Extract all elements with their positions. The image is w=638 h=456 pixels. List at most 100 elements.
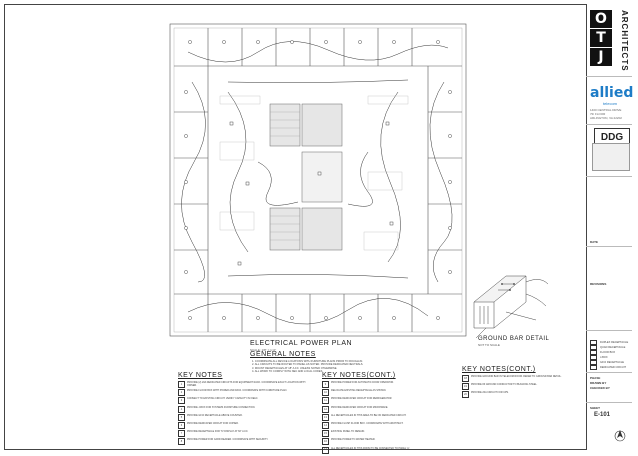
- key-note-number: 6: [178, 421, 185, 429]
- key-note-number: 20: [462, 391, 469, 399]
- key-note-number: 15: [322, 430, 329, 438]
- key-note-number: 13: [322, 413, 329, 421]
- key-note-text: PROVIDE POWER FOR AUTOMATIC DOOR OPERATO…: [331, 381, 394, 384]
- key-note-number: 1: [178, 381, 185, 388]
- key-note-number: 4: [178, 405, 185, 413]
- key-note-text: CONNECT TO EXISTING CIRCUIT. VERIFY CAPA…: [187, 397, 259, 401]
- title-block-field: SHEET: [590, 406, 601, 410]
- legend-item: DEDICATED CIRCUIT: [590, 365, 630, 370]
- title-block-divider: [586, 124, 632, 125]
- key-note-number: 11: [322, 397, 329, 405]
- key-note-text: PROVIDE FLOOR BOX WITH POWER AND DATA. C…: [187, 389, 288, 393]
- client-logo: allied: [590, 85, 634, 101]
- key-note-number: 18: [462, 375, 469, 382]
- title-block-divider: [586, 402, 632, 403]
- key-note-text: ALL RECEPTACLES IN THIS AREA TO BE ON DE…: [331, 413, 407, 417]
- key-note-text: ALL RECEPTACLES IN THIS ROOM TO BE CONNE…: [331, 446, 410, 450]
- legend-label: GFCI RECEPTACLE: [600, 361, 625, 364]
- title-block-divider: [586, 76, 632, 77]
- firm-letter: O: [590, 10, 612, 28]
- legend: DUPLEX RECEPTACLE QUAD RECEPTACLE FLOOR …: [590, 340, 630, 370]
- legend-symbol: [590, 350, 597, 355]
- legend-label: DEDICATED CIRCUIT: [600, 366, 627, 369]
- title-block-field: DRAWN BY: [590, 381, 607, 385]
- legend-symbol: [590, 340, 597, 345]
- legend-label: QUAD RECEPTACLE: [600, 346, 626, 349]
- sheet-number: E-101: [594, 412, 611, 418]
- key-note-text: PROVIDE DEDICATED CIRCUIT FOR MICROWAVE.: [331, 405, 389, 409]
- key-note-number: 5: [178, 413, 185, 421]
- key-notes-cont-heading-2: KEY NOTES(CONT.): [462, 366, 536, 373]
- key-note-text: PROVIDE FLUSH FLOOR BOX. COORDINATE WITH…: [331, 421, 404, 425]
- key-note-number: 12: [322, 405, 329, 413]
- legend-symbol: [590, 355, 597, 360]
- legend-item: GFCI RECEPTACLE: [590, 360, 630, 365]
- key-note-text: PROVIDE RECEPTACLE FOR TV DISPLAY AT 60"…: [187, 430, 249, 434]
- electrical-floor-plan: [169, 23, 467, 337]
- key-notes-heading: KEY NOTES: [178, 372, 223, 379]
- plan-scale: SCALE: 1/8" = 1'-0": [250, 348, 277, 352]
- key-note-number: 14: [322, 421, 329, 429]
- title-block-field: CHECKED BY: [590, 386, 610, 390]
- key-note-text: EXISTING PANEL TO REMAIN.: [331, 430, 365, 434]
- title-block-divider: [586, 246, 632, 247]
- address-line: ARLINGTON, VA 22202: [590, 116, 622, 120]
- key-notes-cont-heading: KEY NOTES(CONT.): [322, 372, 396, 379]
- plan-title: ELECTRICAL POWER PLAN: [250, 340, 353, 347]
- consultant-seal: [592, 143, 630, 171]
- title-block-divider: [586, 330, 632, 331]
- general-note: 3. MOUNT RECEPTACLES AT 18" A.F.F. UNLES…: [252, 366, 338, 370]
- legend-item: DUPLEX RECEPTACLE: [590, 340, 630, 345]
- firm-name: ARCHITECTS: [620, 10, 629, 72]
- legend-symbol: [590, 360, 597, 365]
- firm-logo: O T J: [590, 10, 614, 70]
- legend-label: DUPLEX RECEPTACLE: [600, 341, 629, 344]
- key-note-text: PROVIDE POWER TO WATER HEATER.: [331, 438, 376, 442]
- ground-bar-detail-drawing: [473, 275, 549, 339]
- key-note-text: PROVIDE #6 GROUND CONDUCTOR TO BUILDING …: [471, 383, 538, 387]
- key-note-text: PROVIDE GROUND BAR IN TELECOM ROOM. REFE…: [471, 375, 562, 378]
- legend-item: J-BOX: [590, 355, 630, 360]
- client-logo-sub: telecom: [603, 101, 618, 106]
- key-note-text: RELOCATE EXISTING RECEPTACLE AS SHOWN.: [331, 389, 387, 393]
- general-note: 4. ALL WORK TO COMPLY WITH NEC AND LOCAL…: [252, 370, 324, 374]
- key-note-text: PROVIDE J-BOX FOR SYSTEMS FURNITURE CONN…: [187, 405, 256, 409]
- key-note-number: 10: [322, 389, 329, 397]
- key-note-text: PROVIDE DEDICATED CIRCUIT FOR REFRIGERAT…: [331, 397, 393, 401]
- title-block-field: PHASE: [590, 376, 601, 380]
- title-block-divider: [586, 372, 632, 373]
- key-note-number: 8: [178, 438, 185, 446]
- legend-symbol: [590, 345, 597, 350]
- address-line: 1400 CENTRAL DRIVE: [590, 108, 622, 112]
- general-note: 1. COORDINATE ALL DEVICE LOCATIONS WITH …: [252, 360, 363, 363]
- key-note-text: PROVIDE GFCI RECEPTACLE ABOVE COUNTER.: [187, 413, 243, 417]
- key-note-number: 16: [322, 438, 329, 446]
- legend-label: J-BOX: [600, 356, 608, 359]
- key-note-text: PROVIDE (2) 20A DEDICATED CIRCUITS FOR E…: [187, 381, 306, 388]
- firm-letter: T: [590, 29, 612, 47]
- key-note-number: 7: [178, 430, 185, 438]
- key-note-number: 2: [178, 389, 185, 397]
- general-notes-list: 1. COORDINATE ALL DEVICE LOCATIONS WITH …: [252, 360, 412, 374]
- north-arrow-icon: [614, 430, 626, 442]
